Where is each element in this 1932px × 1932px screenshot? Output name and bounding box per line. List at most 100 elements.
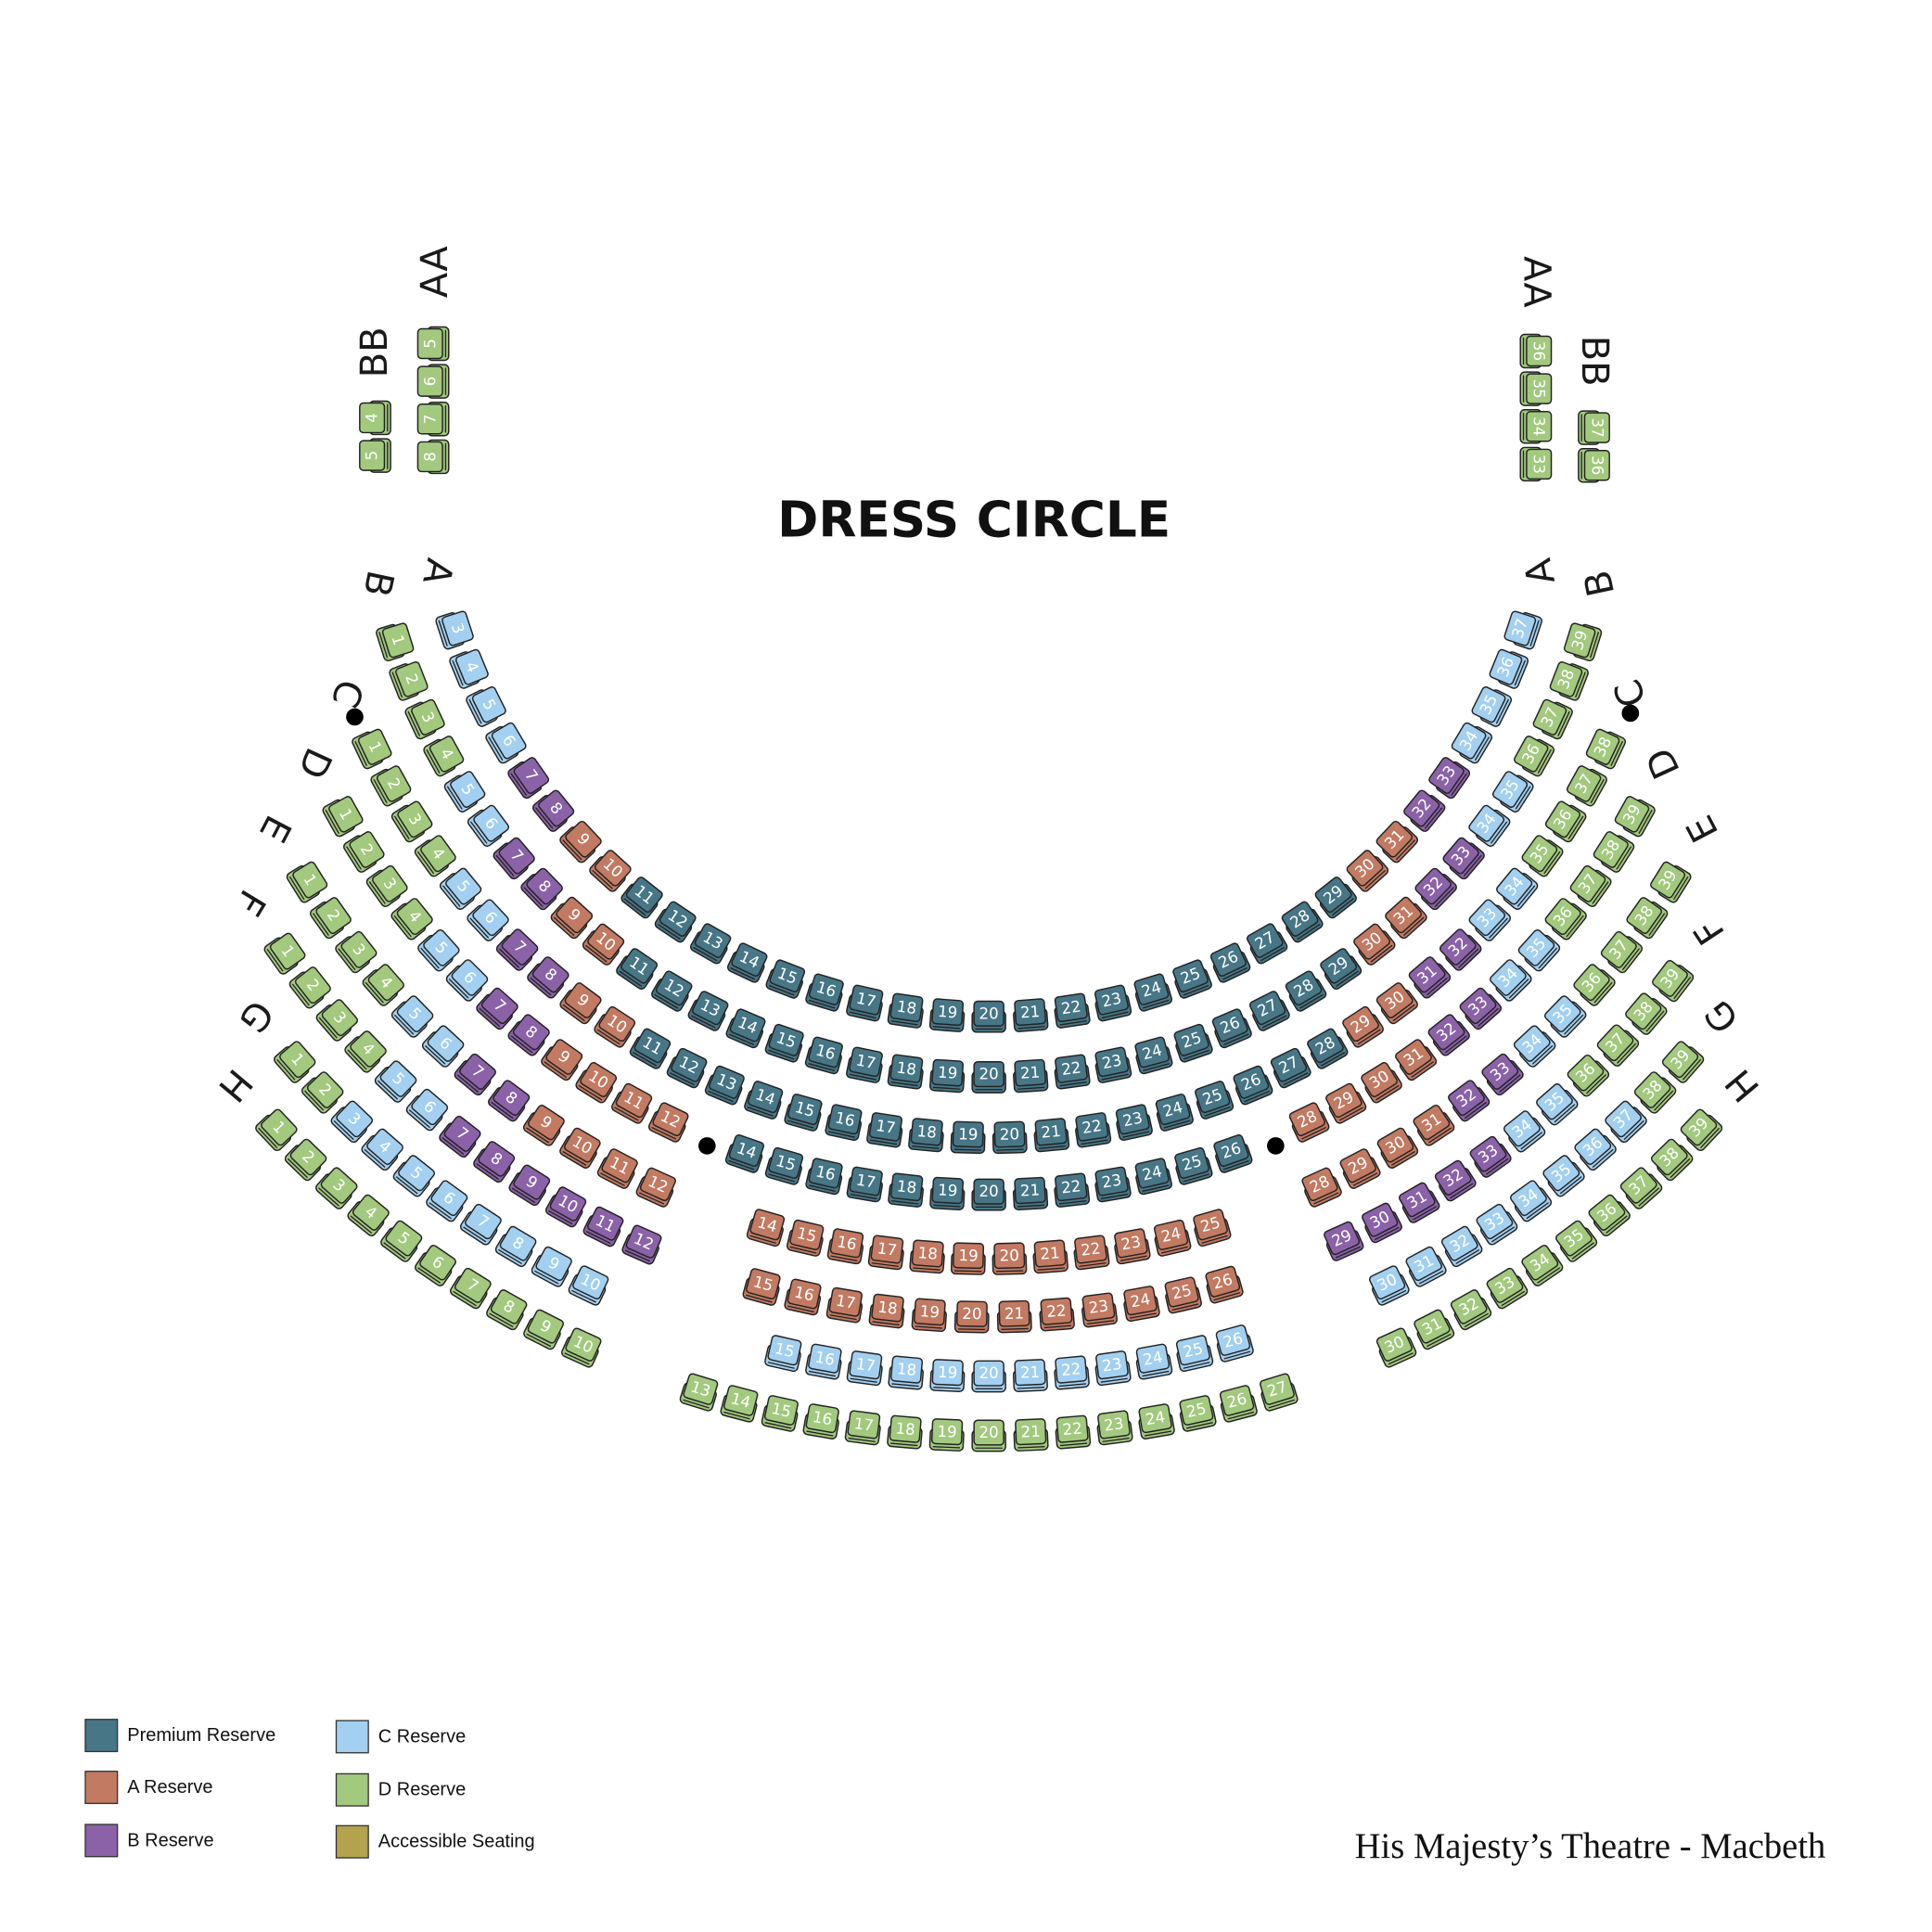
seat[interactable]: 9 xyxy=(558,980,604,1025)
seat[interactable]: 3 xyxy=(365,863,410,908)
seat[interactable]: 19 xyxy=(929,1176,966,1210)
seat[interactable]: 11 xyxy=(610,1081,655,1125)
seat[interactable]: 25 xyxy=(1171,958,1213,999)
seat[interactable]: 6 xyxy=(421,1023,467,1068)
seat[interactable]: 34 xyxy=(1494,865,1540,911)
seat[interactable]: 10 xyxy=(593,1004,637,1049)
seat[interactable]: 39 xyxy=(1648,859,1692,903)
seat[interactable]: 21 xyxy=(1013,1418,1049,1452)
seat[interactable]: 31 xyxy=(1397,1181,1441,1224)
seat[interactable]: 5 xyxy=(392,1153,438,1197)
seat[interactable]: 31 xyxy=(1406,954,1452,1000)
seat[interactable]: 2 xyxy=(342,829,386,874)
seat[interactable]: 33 xyxy=(1484,1266,1529,1310)
seat[interactable]: 26 xyxy=(1208,941,1251,984)
seat[interactable]: 38 xyxy=(1649,1136,1695,1182)
seat[interactable]: 9 xyxy=(531,1245,574,1287)
seat[interactable]: 13 xyxy=(704,1064,747,1106)
seat[interactable]: 6 xyxy=(416,364,450,399)
seat[interactable]: 32 xyxy=(1426,1012,1471,1056)
seat[interactable]: 11 xyxy=(629,1027,673,1070)
seat[interactable]: 12 xyxy=(654,900,698,944)
seat[interactable]: 16 xyxy=(826,1228,865,1265)
seat[interactable]: 3 xyxy=(435,608,475,650)
seat[interactable]: 4 xyxy=(449,646,490,689)
seat[interactable]: 35 xyxy=(1519,371,1553,406)
seat[interactable]: 8 xyxy=(472,1139,518,1184)
seat[interactable]: 39 xyxy=(1678,1107,1723,1152)
seat[interactable]: 19 xyxy=(950,1242,986,1275)
seat[interactable]: 30 xyxy=(1374,980,1419,1025)
seat[interactable]: 18 xyxy=(887,1054,925,1090)
seat[interactable]: 37 xyxy=(1568,863,1613,908)
seat[interactable]: 39 xyxy=(1660,1039,1706,1084)
seat[interactable]: 18 xyxy=(888,1172,924,1208)
seat[interactable]: 1 xyxy=(322,794,365,838)
seat[interactable]: 25 xyxy=(1172,1146,1213,1185)
seat[interactable]: 10 xyxy=(588,848,633,893)
seat[interactable]: 30 xyxy=(1344,848,1389,893)
seat[interactable]: 19 xyxy=(928,998,966,1032)
seat[interactable]: 31 xyxy=(1374,819,1419,864)
seat[interactable]: 7 xyxy=(449,1266,493,1310)
seat[interactable]: 27 xyxy=(1247,990,1290,1032)
seat[interactable]: 3 xyxy=(334,928,378,974)
seat[interactable]: 29 xyxy=(1318,946,1363,991)
seat[interactable]: 15 xyxy=(786,1219,826,1257)
seat[interactable]: 36 xyxy=(1488,646,1529,689)
seat[interactable]: 14 xyxy=(746,1208,787,1247)
seat[interactable]: 15 xyxy=(764,1023,806,1063)
seat[interactable]: 14 xyxy=(726,941,770,984)
seat[interactable]: 39 xyxy=(1613,794,1657,838)
seat[interactable]: 15 xyxy=(764,1335,803,1373)
seat[interactable]: 32 xyxy=(1401,787,1447,833)
seat[interactable]: 32 xyxy=(1438,927,1483,972)
seat[interactable]: 11 xyxy=(582,1205,626,1247)
seat[interactable]: 5 xyxy=(439,865,484,911)
seat[interactable]: 25 xyxy=(1177,1395,1217,1432)
seat[interactable]: 26 xyxy=(1209,1007,1252,1049)
seat[interactable]: 3 xyxy=(404,697,446,740)
seat[interactable]: 18 xyxy=(887,1414,924,1450)
seat[interactable]: 1 xyxy=(376,621,416,662)
seat[interactable]: 1 xyxy=(351,726,393,770)
seat[interactable]: 34 xyxy=(1519,1243,1565,1287)
seat[interactable]: 1 xyxy=(286,859,329,903)
seat[interactable]: 16 xyxy=(805,973,846,1012)
seat[interactable]: 5 xyxy=(390,993,436,1039)
seat[interactable]: 35 xyxy=(1516,928,1561,973)
seat[interactable]: 34 xyxy=(1466,802,1511,848)
seat[interactable]: 7 xyxy=(453,1052,498,1097)
seat[interactable]: 1 xyxy=(262,930,307,976)
seat[interactable]: 16 xyxy=(805,1158,844,1196)
seat[interactable]: 33 xyxy=(1427,755,1471,800)
seat[interactable]: 14 xyxy=(725,1007,768,1049)
seat[interactable]: 36 xyxy=(1586,1193,1631,1238)
seat[interactable]: 17 xyxy=(846,1166,885,1203)
seat[interactable]: 18 xyxy=(887,992,925,1029)
seat[interactable]: 28 xyxy=(1283,969,1327,1013)
seat[interactable]: 2 xyxy=(301,1069,346,1115)
seat[interactable]: 24 xyxy=(1121,1286,1160,1323)
seat[interactable]: 31 xyxy=(1393,1037,1439,1081)
seat[interactable]: 37 xyxy=(1599,928,1644,974)
seat[interactable]: 33 xyxy=(1457,986,1503,1031)
seat[interactable]: 7 xyxy=(492,835,537,880)
seat[interactable]: 4 xyxy=(360,1126,405,1171)
seat[interactable]: 37 xyxy=(1618,1165,1663,1210)
seat[interactable]: 30 xyxy=(1374,1326,1417,1368)
seat[interactable]: 7 xyxy=(495,927,541,972)
seat[interactable]: 32 xyxy=(1432,1158,1477,1202)
seat[interactable]: 21 xyxy=(1012,1359,1048,1392)
seat[interactable]: 2 xyxy=(309,895,353,940)
seat[interactable]: 2 xyxy=(288,965,333,1010)
seat[interactable]: 15 xyxy=(742,1268,782,1307)
seat[interactable]: 39 xyxy=(1650,958,1695,1004)
seat[interactable]: 33 xyxy=(1479,1052,1525,1097)
seat[interactable]: 17 xyxy=(825,1286,864,1324)
seat[interactable]: 5 xyxy=(359,438,391,473)
seat[interactable]: 4 xyxy=(414,833,458,878)
seat[interactable]: 28 xyxy=(1305,1027,1350,1070)
seat[interactable]: 18 xyxy=(908,1118,944,1153)
seat[interactable]: 8 xyxy=(416,439,450,475)
